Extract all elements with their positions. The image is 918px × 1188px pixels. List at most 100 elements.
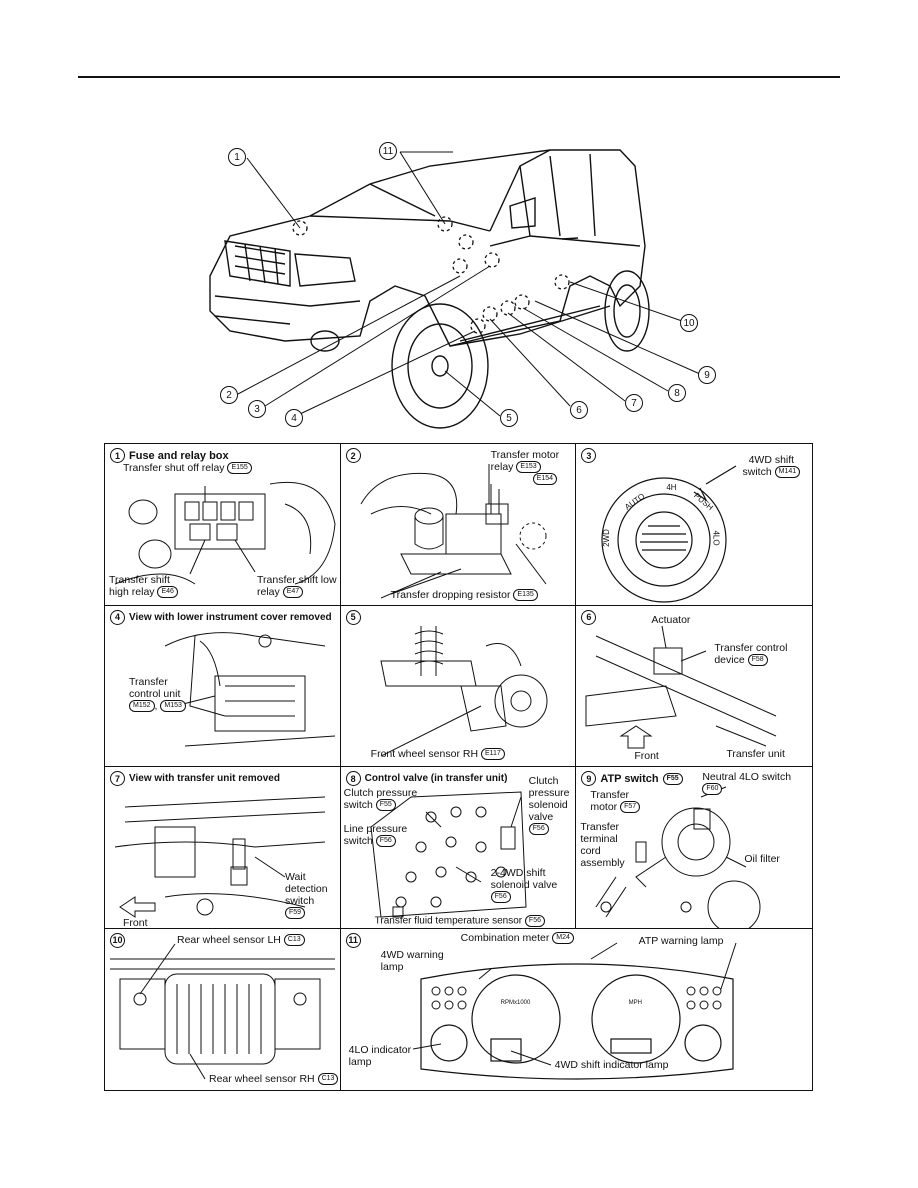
clutch-switch-code: F55 <box>375 799 396 812</box>
front-direction-label: Front <box>634 749 659 762</box>
front-wheel-sensor-text: Front wheel sensor RH <box>370 747 479 760</box>
shift-valve-label: 2-4WD shift solenoid valve F56 <box>490 867 561 904</box>
rear-axle-drawing <box>110 943 335 1079</box>
vehicle-callout-7: 7 <box>625 394 643 412</box>
panel-4-title: View with lower instrument cover removed <box>129 611 332 623</box>
shift-valve-code: F56 <box>490 891 511 904</box>
vehicle-callout-8: 8 <box>668 384 686 402</box>
shut-off-relay-label: Transfer shut off relay E155 <box>123 462 252 475</box>
line-switch-text: Line pressure switch <box>343 823 408 847</box>
shift-switch-text: 4WD shift switch <box>742 454 795 478</box>
terminal-cord-label: Transfer terminal cord assembly <box>580 821 625 869</box>
transfer-motor-drawing <box>595 786 761 928</box>
panel-7-number: 7 <box>110 771 125 786</box>
panel-7: 7 View with transfer unit removed Wait d… <box>105 767 341 929</box>
panel-10-heading: 10 <box>110 932 125 948</box>
panel-3-heading: 3 <box>581 448 597 463</box>
shift-high-relay-label: Transfer shift high relay E46 <box>109 574 189 599</box>
panel-1-title: Fuse and relay box <box>129 449 229 462</box>
clutch-switch-text: Clutch pressure switch <box>343 787 418 811</box>
panel-3-number: 3 <box>581 448 597 463</box>
transfer-unit-label: Transfer unit <box>726 747 785 760</box>
shift-switch-label: 4WD shift switch M141 <box>736 454 806 479</box>
control-unit-code-separator: , <box>154 699 158 712</box>
combination-meter-text: Combination meter <box>460 931 550 944</box>
rpm-text: RPMx1000 <box>500 999 531 1006</box>
fluid-sensor-code: F56 <box>524 915 545 927</box>
panel-9: 9 ATP switch F55 Neutral 4LO switch F60 … <box>576 767 812 929</box>
fluid-sensor-text: Transfer fluid temperature sensor <box>374 915 523 927</box>
panel-11-number: 11 <box>345 932 361 948</box>
wait-switch-text: Wait detection switch <box>285 871 328 907</box>
panel-9-number: 9 <box>581 771 597 786</box>
combination-meter-code: M24 <box>552 931 574 944</box>
panel-8: 8 Control valve (in transfer unit) Clutc… <box>340 767 577 929</box>
panel-9-heading: 9 ATP switch F55 <box>581 771 683 786</box>
header-rule <box>78 76 840 78</box>
vehicle-callout-2: 2 <box>220 386 238 404</box>
actuator-label: Actuator <box>651 613 691 626</box>
fuse-relay-box-drawing <box>114 481 336 585</box>
panel-10: 10 Rear wheel sensor LH C13 Rear wheel s… <box>105 928 341 1090</box>
panel-1-number: 1 <box>110 448 125 463</box>
shift-low-relay-text: Transfer shift low relay <box>257 574 337 598</box>
panel-4-number: 4 <box>110 609 125 625</box>
transfer-control-device-drawing <box>585 625 777 748</box>
panel-4-heading: 4 View with lower instrument cover remov… <box>110 609 332 625</box>
dropping-resistor-label: Transfer dropping resistor E135 <box>390 589 538 602</box>
panel-5-heading: 5 <box>345 609 361 625</box>
panel-10-number: 10 <box>110 932 125 948</box>
vehicle-callout-10: 10 <box>680 314 698 332</box>
clutch-valve-text: Clutch pressure solenoid valve <box>528 775 570 823</box>
panel-6-heading: 6 <box>581 609 597 625</box>
rear-sensor-lh-label: Rear wheel sensor LH C13 <box>177 934 305 946</box>
transfer-motor-code: F57 <box>620 801 641 814</box>
dropping-resistor-text: Transfer dropping resistor <box>390 589 511 601</box>
panel-2: 2 Transfer motor relay E153 E154 Transfe… <box>340 444 577 606</box>
control-valve-drawing <box>370 791 527 918</box>
clutch-switch-label: Clutch pressure switch F55 <box>343 787 430 812</box>
panel-8-number: 8 <box>345 771 361 786</box>
transfer-motor-text: Transfer motor <box>590 789 630 813</box>
panel-1: 1 Fuse and relay box Transfer shut off r… <box>105 444 341 606</box>
atp-switch-code: F55 <box>662 772 683 785</box>
rear-sensor-rh-label: Rear wheel sensor RH C13 <box>209 1073 339 1085</box>
shift-low-relay-label: Transfer shift low relay E47 <box>257 574 337 599</box>
dropping-resistor-code: E135 <box>513 589 538 602</box>
mph-text: MPH <box>628 999 642 1006</box>
transfer-motor-relay-drawing <box>360 464 547 599</box>
panel-7-title: View with transfer unit removed <box>129 773 280 784</box>
vehicle-overview: 1 11 2 3 4 5 6 7 8 9 10 <box>190 136 730 436</box>
wait-switch-code: F59 <box>285 907 306 920</box>
shift-switch-code: M141 <box>774 466 801 479</box>
line-switch-label: Line pressure switch F56 <box>343 823 430 848</box>
panel-6: 6 Actuator Transfer control device F58 F… <box>576 606 812 767</box>
panel-4: 4 View with lower instrument cover remov… <box>105 605 341 767</box>
wait-switch-label: Wait detection switch F59 <box>285 871 337 920</box>
vehicle-callout-11: 11 <box>379 142 397 160</box>
4lo-indicator-lamp-label: 4LO indicator lamp <box>348 1043 412 1068</box>
control-unit-code-1: M152 <box>129 699 155 712</box>
panel-5-number: 5 <box>345 609 361 625</box>
control-device-label: Transfer control device F58 <box>714 642 809 666</box>
panel-11: 11 RPMx1000 MPH Combin <box>341 929 812 1091</box>
control-unit-code-2: M153 <box>160 699 186 712</box>
shift-high-relay-code: E46 <box>157 586 178 599</box>
clutch-valve-code: F56 <box>528 823 549 836</box>
control-device-code: F58 <box>747 653 768 666</box>
front-direction-label-7: Front <box>123 917 148 929</box>
switch-4h-text: 4H <box>666 483 677 492</box>
control-device-text: Transfer control device <box>714 641 788 666</box>
motor-relay-label: Transfer motor relay E153 E154 <box>491 449 575 486</box>
vehicle-callout-1: 1 <box>228 148 246 166</box>
shift-valve-text: 2-4WD shift solenoid valve <box>490 867 558 891</box>
panel-5: 5 Front wheel sensor RH E117 <box>340 605 577 767</box>
combination-meter-drawing <box>412 942 737 1080</box>
switch-2wd-text: 2WD <box>602 529 612 547</box>
panel-8-title: Control valve (in transfer unit) <box>364 773 508 784</box>
atp-switch-text: ATP switch <box>600 772 659 785</box>
vehicle-callout-9: 9 <box>698 366 716 384</box>
panel-2-heading: 2 <box>345 448 361 463</box>
oil-filter-label: Oil filter <box>744 853 780 865</box>
combination-meter-label: Combination meter M24 <box>461 932 574 944</box>
